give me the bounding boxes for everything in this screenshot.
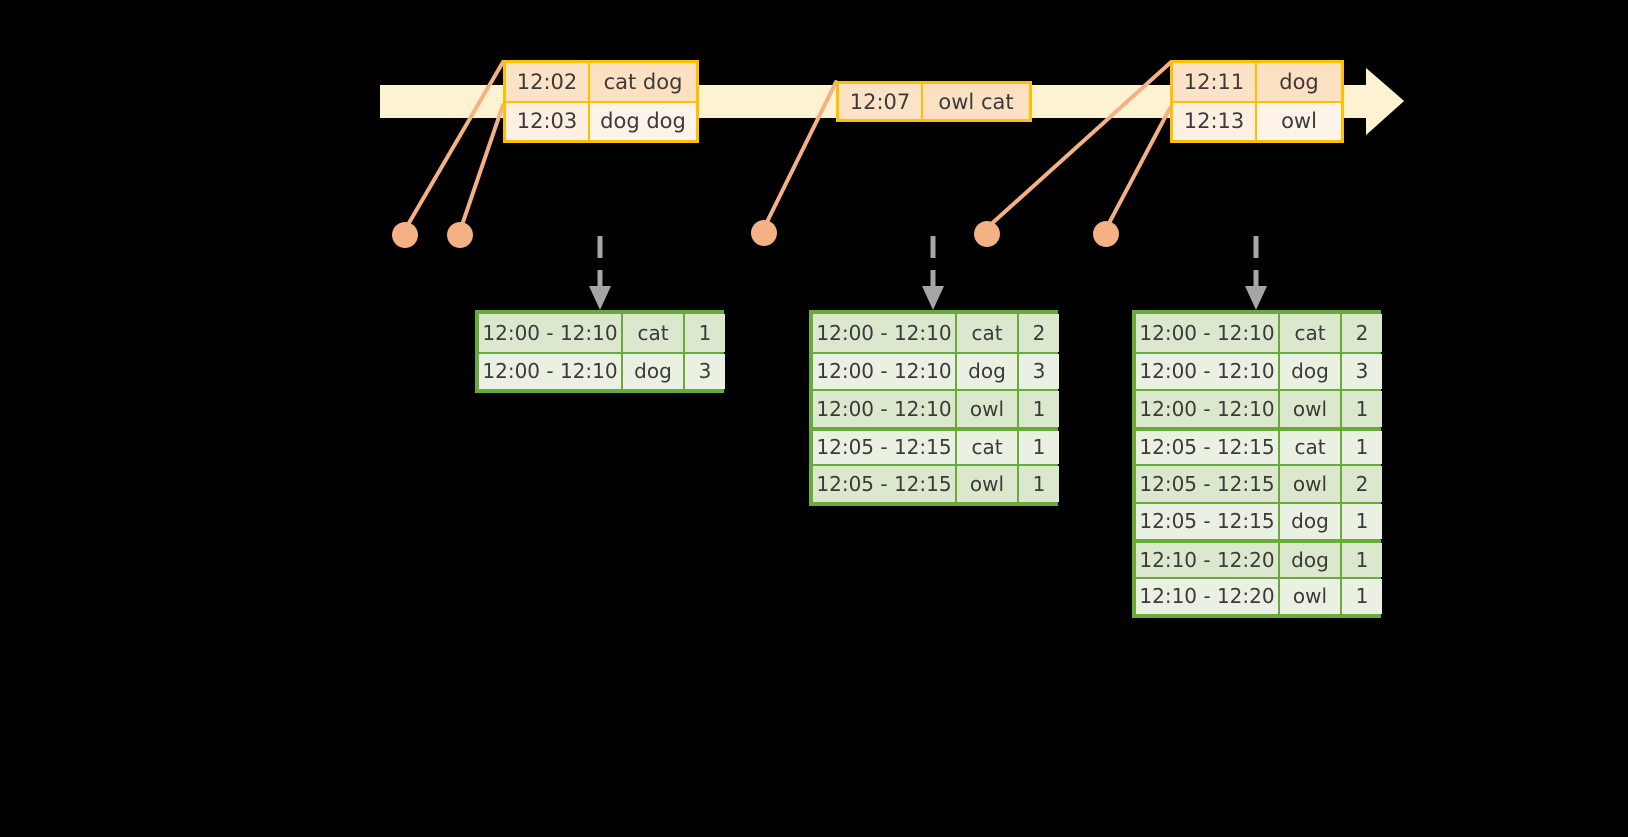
timeline-bar-mid-1 [695,85,837,118]
event-time: 12:02 [506,63,590,101]
event-row[interactable]: 12:03 dog dog [506,100,696,140]
timeline-bar-mid-2 [1028,85,1172,118]
cell-window: 12:05 - 12:15 [813,430,957,464]
connector-line-2 [459,103,505,230]
connector-line-5 [1105,106,1172,229]
cell-word: dog [1280,353,1342,389]
event-group-2[interactable]: 12:07 owl cat [836,81,1032,122]
emit-arrowhead-3 [1245,286,1267,310]
cell-window: 12:00 - 12:10 [813,391,957,427]
connector-dot-3 [751,220,777,246]
cell-window: 12:00 - 12:10 [479,314,623,352]
cell-word: cat [1280,314,1342,352]
timeline-bar-left [380,85,505,118]
cell-count: 2 [1342,466,1382,502]
cell-count: 3 [1019,353,1059,389]
cell-count: 2 [1342,314,1382,352]
cell-window: 12:05 - 12:15 [813,466,957,502]
cell-window: 12:05 - 12:15 [1136,503,1280,539]
cell-count: 1 [1019,430,1059,464]
cell-count: 1 [1342,543,1382,577]
cell-window: 12:00 - 12:10 [813,353,957,389]
cell-count: 1 [1342,578,1382,614]
cell-count: 1 [1342,391,1382,427]
event-group-3[interactable]: 12:11 dog 12:13 owl [1170,60,1344,143]
cell-word: dog [1280,503,1342,539]
emit-arrowhead-2 [922,286,944,310]
cell-word: cat [957,430,1019,464]
connector-dot-1 [392,222,418,248]
event-time: 12:11 [1173,63,1257,101]
cell-count: 1 [1342,430,1382,464]
cell-count: 1 [685,314,725,352]
event-words: cat dog [590,63,696,101]
event-group-1[interactable]: 12:02 cat dog 12:03 dog dog [503,60,699,143]
cell-count: 1 [1019,391,1059,427]
cell-word: dog [1280,543,1342,577]
connector-dots [392,220,1119,248]
cell-window: 12:00 - 12:10 [1136,391,1280,427]
cell-word: cat [957,314,1019,352]
event-words: dog [1257,63,1341,101]
event-row[interactable]: 12:07 owl cat [839,84,1029,119]
cell-count: 1 [1342,503,1382,539]
emit-arrows [597,236,1259,288]
event-time: 12:13 [1173,102,1257,140]
cell-window: 12:10 - 12:20 [1136,543,1280,577]
cell-count: 2 [1019,314,1059,352]
event-row[interactable]: 12:13 owl [1173,100,1341,140]
connector-dot-2 [447,222,473,248]
cell-word: dog [623,353,685,389]
cell-window: 12:05 - 12:15 [1136,430,1280,464]
cell-word: owl [1280,578,1342,614]
event-row[interactable]: 12:02 cat dog [506,63,696,101]
cell-word: owl [957,466,1019,502]
cell-window: 12:00 - 12:10 [1136,353,1280,389]
cell-window: 12:10 - 12:20 [1136,578,1280,614]
emit-arrowhead-1 [589,286,611,310]
event-words: owl [1257,102,1341,140]
cell-word: cat [1280,430,1342,464]
cell-count: 3 [1342,353,1382,389]
connector-dot-5 [1093,221,1119,247]
cell-window: 12:00 - 12:10 [1136,314,1280,352]
cell-window: 12:05 - 12:15 [1136,466,1280,502]
event-words: dog dog [590,102,696,140]
event-time: 12:07 [839,84,923,119]
cell-word: owl [1280,466,1342,502]
cell-count: 1 [1019,466,1059,502]
cell-word: dog [957,353,1019,389]
cell-window: 12:00 - 12:10 [479,353,623,389]
event-words: owl cat [923,84,1029,119]
timeline-bar-right [1340,85,1366,118]
event-time: 12:03 [506,102,590,140]
emit-arrowheads [589,286,1267,310]
cell-word: cat [623,314,685,352]
cell-word: owl [1280,391,1342,427]
cell-window: 12:00 - 12:10 [813,314,957,352]
timeline-arrowhead [1366,68,1404,135]
event-row[interactable]: 12:11 dog [1173,63,1341,101]
connector-dot-4 [974,221,1000,247]
cell-word: owl [957,391,1019,427]
cell-count: 3 [685,353,725,389]
